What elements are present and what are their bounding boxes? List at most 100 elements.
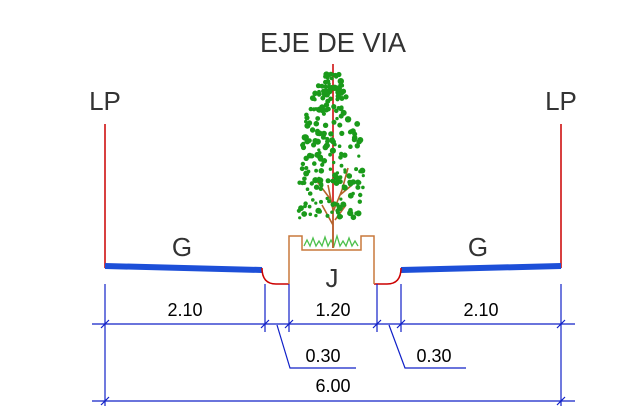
leaf-dot <box>328 167 333 171</box>
leaf-dot <box>355 179 361 186</box>
leaf-dot <box>338 90 344 96</box>
leaf-dot <box>339 96 345 101</box>
leaf-dot <box>338 113 344 119</box>
tree-foliage <box>296 71 366 221</box>
leaf-dot <box>314 138 321 145</box>
leaf-dot <box>314 107 318 111</box>
lp-left-label: LP <box>89 86 121 116</box>
leaf-dot <box>317 89 321 94</box>
dim-total: 6.00 <box>315 376 350 396</box>
leaf-dot <box>306 152 313 159</box>
leaf-dot <box>305 187 310 191</box>
leaf-dot <box>320 95 326 101</box>
leaf-dot <box>339 197 343 201</box>
leaf-dot <box>300 144 307 151</box>
leaf-dot <box>328 96 333 102</box>
leaf-dot <box>313 184 320 190</box>
leaf-dot <box>339 214 344 219</box>
grass <box>303 233 359 248</box>
leaf-dot <box>338 106 344 112</box>
leaf-dot <box>355 184 361 190</box>
leaf-dot <box>312 97 317 102</box>
leaf-dot <box>312 161 317 166</box>
leaf-dot <box>298 205 304 212</box>
curb-left <box>261 267 289 285</box>
leaf-dot <box>319 199 323 204</box>
leaf-dot <box>318 186 323 191</box>
sidewalk-left <box>104 263 263 273</box>
leaf-dot <box>339 130 345 136</box>
curb-right <box>374 267 402 285</box>
leaf-dot <box>309 181 314 186</box>
leaf-dot <box>308 212 313 217</box>
dimension-row-1 <box>92 284 575 406</box>
leaf-dot <box>307 204 312 209</box>
leaf-dot <box>299 166 305 172</box>
leaf-dot <box>338 155 343 160</box>
leaf-dot <box>323 71 330 78</box>
leaf-dot <box>328 131 334 137</box>
leaf-dot <box>354 167 359 172</box>
g-left-label: G <box>172 232 192 262</box>
j-label: J <box>326 263 339 293</box>
leaf-dot <box>356 138 362 145</box>
leaf-dot <box>335 116 339 121</box>
leaf-dot <box>303 204 307 209</box>
leaf-dot <box>325 178 331 184</box>
leaf-dot <box>298 216 302 220</box>
leaf-dot <box>303 170 310 177</box>
leaf-dot <box>315 207 322 214</box>
leaf-dot <box>317 148 321 152</box>
leaf-dot <box>342 152 348 158</box>
leaf-dot <box>358 192 363 198</box>
leaf-dot <box>304 166 309 170</box>
leaf-dot <box>325 213 330 218</box>
leaf-dot <box>331 72 335 77</box>
leaf-dot <box>330 210 334 214</box>
leaf-dot <box>304 119 308 124</box>
leaf-dot <box>318 168 325 174</box>
dim-right-sidewalk: 2.10 <box>463 300 498 320</box>
tree <box>296 71 366 248</box>
leaf-dot <box>361 185 365 190</box>
leaf-dot <box>325 196 329 201</box>
leaf-dot <box>301 211 308 217</box>
leaf-dot <box>314 168 318 173</box>
leaf-dot <box>322 122 329 128</box>
leaf-dot <box>322 144 329 151</box>
dim-left-sidewalk: 2.10 <box>167 300 202 320</box>
leaf-dot <box>344 116 352 123</box>
leaf-dot <box>306 120 313 126</box>
leaf-dot <box>358 169 362 174</box>
leaf-dot <box>331 119 337 125</box>
leaf-dot <box>336 204 343 212</box>
leaf-dot <box>314 213 318 218</box>
leaf-dot <box>321 91 327 97</box>
leaf-dot <box>319 106 326 114</box>
leaf-dot <box>320 162 325 167</box>
leaf-dot <box>357 154 361 158</box>
leaf-dot <box>312 177 319 184</box>
leaf-dot <box>361 174 365 178</box>
leaf-dot <box>332 201 337 207</box>
dim-left-curb: 0.30 <box>305 346 340 366</box>
leaf-dot <box>312 90 318 97</box>
leaf-dot <box>324 107 329 113</box>
leaf-dot <box>315 154 319 158</box>
dim-right-curb: 0.30 <box>416 346 451 366</box>
leaf-dot <box>347 210 354 217</box>
leaf-dot <box>327 82 331 86</box>
leaf-dot <box>324 104 328 108</box>
leaf-dot <box>300 161 306 167</box>
leaf-dot <box>337 78 344 85</box>
leaf-dot <box>333 180 340 186</box>
leaf-dot <box>330 139 336 145</box>
leaf-dot <box>339 163 344 168</box>
curb-leaders <box>276 324 466 369</box>
sidewalk-right <box>400 263 562 273</box>
leaf-dot <box>335 85 342 92</box>
leaf-dot <box>308 106 313 112</box>
leaf-dot <box>352 138 356 143</box>
leaf-dot <box>347 181 354 187</box>
leaf-dot <box>297 180 302 185</box>
